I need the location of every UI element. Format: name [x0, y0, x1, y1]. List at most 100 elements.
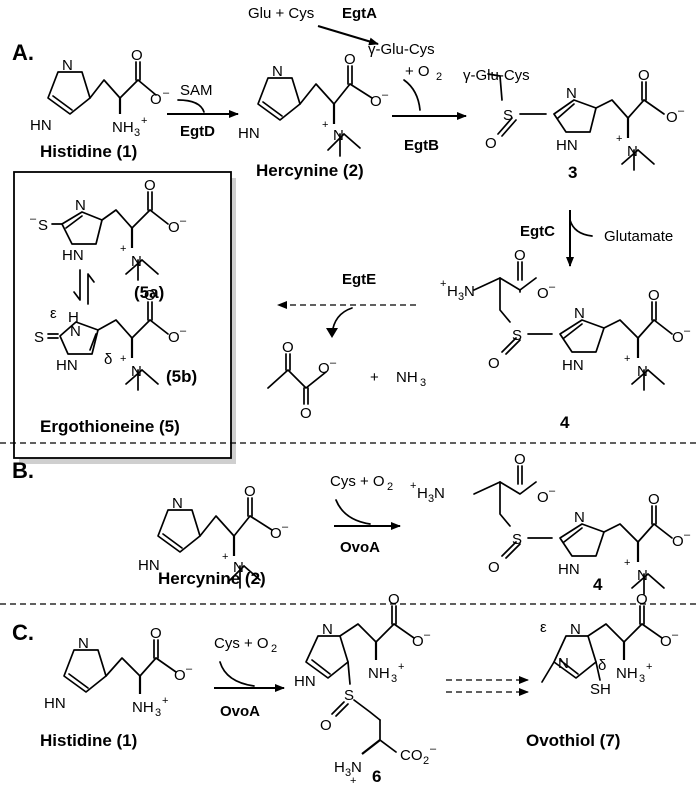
sam-reagent: SAM [180, 82, 213, 99]
svg-text:NH: NH [368, 665, 390, 682]
hercynine-structure [257, 65, 373, 157]
histidine-n-atom: N [62, 57, 73, 74]
glutamate-reagent: Glutamate [604, 228, 673, 245]
svg-text:N: N [627, 143, 638, 160]
svg-text:N: N [574, 305, 585, 322]
svg-text:N: N [566, 85, 577, 102]
svg-text:N: N [131, 253, 142, 270]
svg-text:–: – [30, 213, 37, 225]
svg-text:+: + [162, 695, 168, 707]
svg-text:+: + [350, 775, 356, 786]
svg-text:O: O [300, 405, 312, 422]
hercynine-b-label: Hercynine (2) [158, 569, 266, 588]
svg-text:N: N [322, 621, 333, 638]
compound-3-structure [487, 73, 665, 171]
svg-text:N: N [570, 621, 581, 638]
svg-text:O: O [174, 667, 186, 684]
section-a-label: A. [12, 40, 34, 65]
svg-text:O: O [412, 633, 424, 650]
svg-text:2: 2 [423, 755, 429, 767]
svg-text:O: O [514, 247, 526, 264]
svg-text:O: O [282, 339, 294, 356]
svg-text:+: + [646, 661, 652, 673]
svg-text:–: – [186, 663, 193, 675]
svg-text:S: S [503, 107, 513, 124]
svg-text:N: N [333, 127, 344, 144]
svg-text:N: N [272, 63, 283, 80]
svg-text:2: 2 [387, 481, 393, 493]
svg-text:HN: HN [44, 695, 66, 712]
svg-text:O: O [270, 525, 282, 542]
svg-text:O: O [320, 717, 332, 734]
svg-text:N: N [233, 559, 244, 576]
delta-label-c: δ [598, 657, 606, 674]
cys-o2-reagent-c: Cys + O [214, 635, 269, 652]
compound-5b-structure [47, 301, 169, 391]
compound-5a-label: (5a) [134, 283, 164, 302]
svg-text:O: O [636, 591, 648, 608]
svg-text:+: + [624, 353, 630, 365]
svg-text:O: O [318, 360, 330, 377]
svg-text:3: 3 [345, 767, 351, 779]
ovoa-label-b: OvoA [340, 539, 380, 556]
nh3-product: NH [396, 369, 418, 386]
svg-text:HN: HN [562, 357, 584, 374]
compound-3-label: 3 [568, 163, 577, 182]
svg-text:S: S [34, 329, 44, 346]
histidine-o-minus-atom: O [150, 91, 162, 108]
svg-text:N: N [558, 655, 569, 672]
svg-text:HN: HN [556, 137, 578, 154]
svg-text:O: O [485, 135, 497, 152]
svg-text:–: – [672, 629, 679, 641]
egte-label: EgtE [342, 271, 376, 288]
egtd-label: EgtD [180, 123, 215, 140]
svg-text:O: O [537, 489, 549, 506]
compound-4-b-label: 4 [593, 575, 603, 594]
svg-text:O: O [648, 287, 660, 304]
svg-text:–: – [180, 325, 187, 337]
svg-text:N: N [637, 363, 648, 380]
histidine-label: Histidine (1) [40, 142, 137, 161]
svg-text:O: O [488, 355, 500, 372]
svg-text:3: 3 [134, 127, 140, 139]
section-b-label: B. [12, 458, 34, 483]
svg-text:–: – [430, 743, 437, 755]
svg-text:O: O [660, 633, 672, 650]
svg-text:+: + [120, 353, 126, 365]
svg-text:HN: HN [294, 673, 316, 690]
svg-text:N: N [351, 759, 362, 776]
svg-text:2: 2 [436, 71, 442, 83]
svg-text:O: O [648, 491, 660, 508]
tautomer-arrow-down [73, 269, 81, 301]
svg-text:O: O [168, 219, 180, 236]
svg-text:O: O [672, 533, 684, 550]
histidine-c-label: Histidine (1) [40, 731, 137, 750]
svg-text:HN: HN [558, 561, 580, 578]
svg-text:3: 3 [155, 707, 161, 719]
histidine-c-structure [63, 639, 177, 694]
svg-text:N: N [75, 197, 86, 214]
svg-text:O: O [144, 177, 156, 194]
svg-text:2: 2 [271, 643, 277, 655]
svg-text:H: H [447, 283, 458, 300]
svg-text:O: O [666, 109, 678, 126]
svg-text:CO: CO [400, 747, 423, 764]
compound-4-b-structure [473, 465, 673, 595]
egtc-label: EgtC [520, 223, 555, 240]
ovothiol-label: Ovothiol (7) [526, 731, 620, 750]
svg-text:–: – [549, 281, 556, 293]
pyruvate-structure [267, 353, 327, 405]
hercynine-b-structure [157, 497, 273, 589]
svg-text:O: O [344, 51, 356, 68]
epsilon-label: ε [50, 305, 57, 322]
svg-text:–: – [163, 87, 170, 99]
delta-label: δ [104, 351, 112, 368]
epsilon-label-c: ε [540, 619, 547, 636]
histidine-nh3-atom: NH [112, 119, 134, 136]
compound-4-label: 4 [560, 413, 570, 432]
histidine-o-atom: O [131, 47, 143, 64]
glu-cys-reagent: Glu + Cys [248, 5, 314, 22]
svg-text:S: S [512, 531, 522, 548]
svg-text:O: O [672, 329, 684, 346]
egta-label: EgtA [342, 5, 377, 22]
